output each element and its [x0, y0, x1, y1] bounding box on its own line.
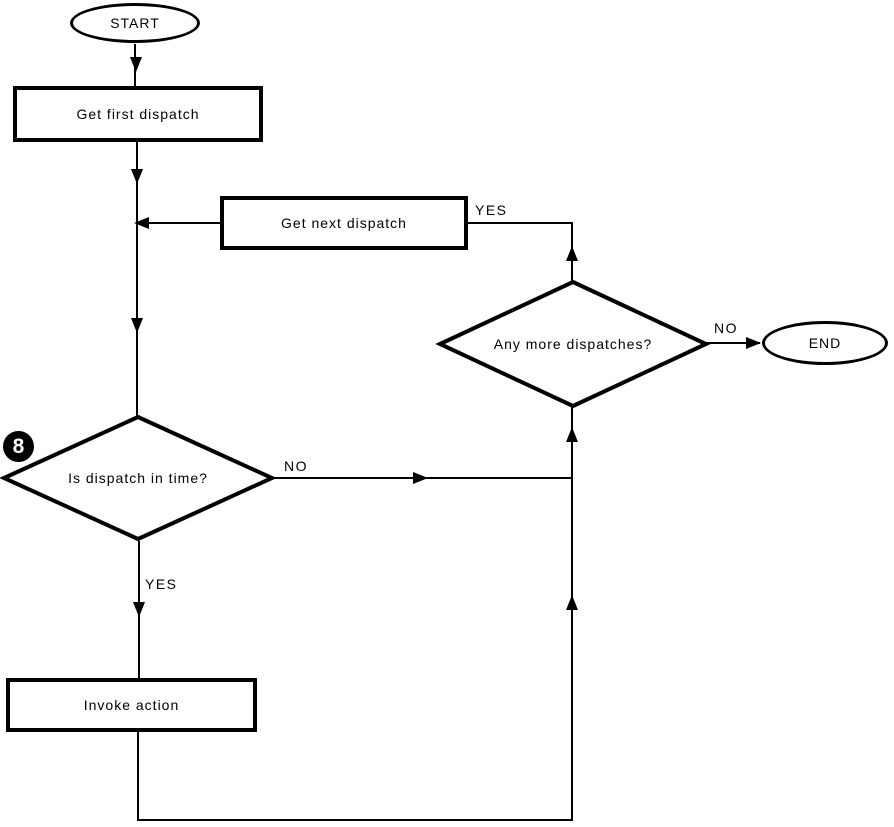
- edge-invoke-loop-to-any-more: [137, 407, 573, 821]
- arrowhead-right-no-line: [413, 472, 428, 484]
- node-end-label: END: [808, 335, 842, 351]
- arrowhead-down-into-invoke: [133, 602, 145, 617]
- node-get-first-dispatch: Get first dispatch: [13, 86, 263, 142]
- arrowhead-up-into-any-more: [566, 427, 578, 442]
- node-invoke-action: Invoke action: [6, 678, 257, 732]
- edge-any-more-yes-to-get-next: [468, 222, 573, 283]
- node-get-next-dispatch-label: Get next dispatch: [281, 215, 407, 231]
- decision-any-more-dispatches-shape: [435, 279, 711, 409]
- edge-label-no-end: NO: [714, 320, 738, 336]
- arrowhead-left-get-next-return: [134, 217, 149, 229]
- edge-label-yes-in-time: YES: [145, 576, 178, 592]
- step-badge-8: 8: [3, 431, 34, 462]
- node-get-next-dispatch: Get next dispatch: [220, 196, 468, 250]
- edge-label-no-in-time: NO: [284, 458, 308, 474]
- arrowhead-up-yes-channel: [566, 246, 578, 261]
- step-badge-8-value: 8: [12, 434, 25, 458]
- arrowhead-up-loop-channel: [566, 595, 578, 610]
- decision-is-dispatch-in-time-shape: [0, 414, 277, 542]
- node-start: START: [70, 3, 200, 43]
- node-start-label: START: [110, 15, 160, 31]
- node-end: END: [762, 321, 888, 365]
- edge-label-yes-get-next: YES: [475, 202, 508, 218]
- node-invoke-action-label: Invoke action: [83, 697, 180, 713]
- arrowhead-down-start: [130, 57, 142, 72]
- node-get-first-dispatch-label: Get first dispatch: [76, 106, 200, 122]
- arrowhead-down-main-upper: [131, 169, 143, 184]
- arrowhead-right-into-end: [746, 337, 761, 349]
- arrowhead-down-main-lower: [131, 318, 143, 333]
